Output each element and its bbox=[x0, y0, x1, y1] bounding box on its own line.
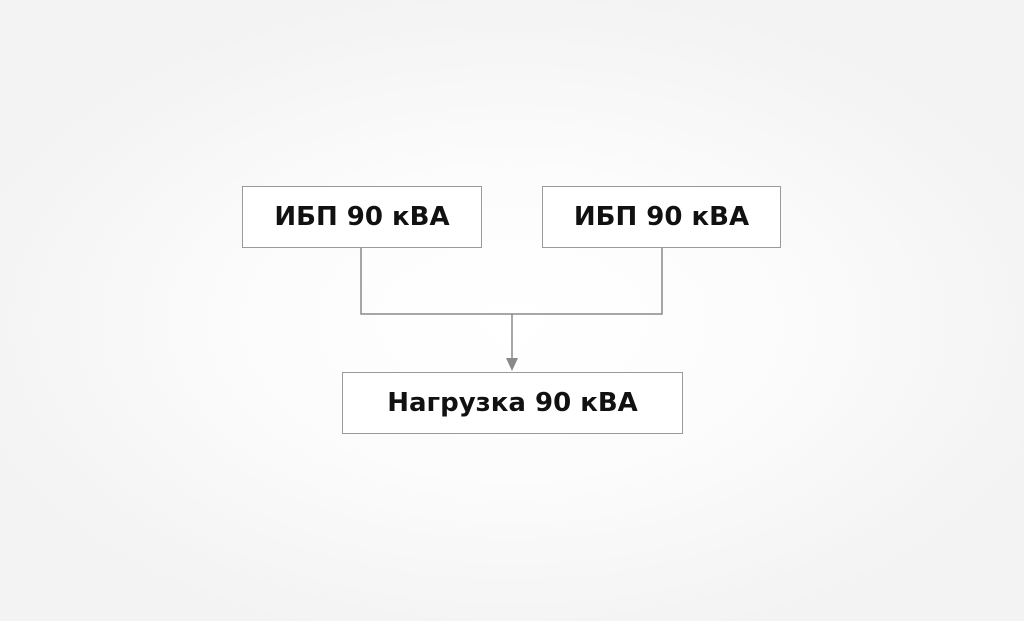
ups-right-label: ИБП 90 кВА bbox=[573, 202, 750, 232]
connector-right-ups bbox=[512, 248, 663, 315]
connector-left-ups bbox=[360, 248, 512, 315]
arrow-head-icon bbox=[506, 358, 518, 371]
ups-box-left: ИБП 90 кВА bbox=[242, 186, 482, 248]
ups-left-label: ИБП 90 кВА bbox=[274, 202, 450, 232]
load-box: Нагрузка 90 кВА bbox=[342, 372, 683, 434]
load-label: Нагрузка 90 кВА bbox=[387, 388, 638, 418]
ups-box-right: ИБП 90 кВА bbox=[542, 186, 781, 248]
